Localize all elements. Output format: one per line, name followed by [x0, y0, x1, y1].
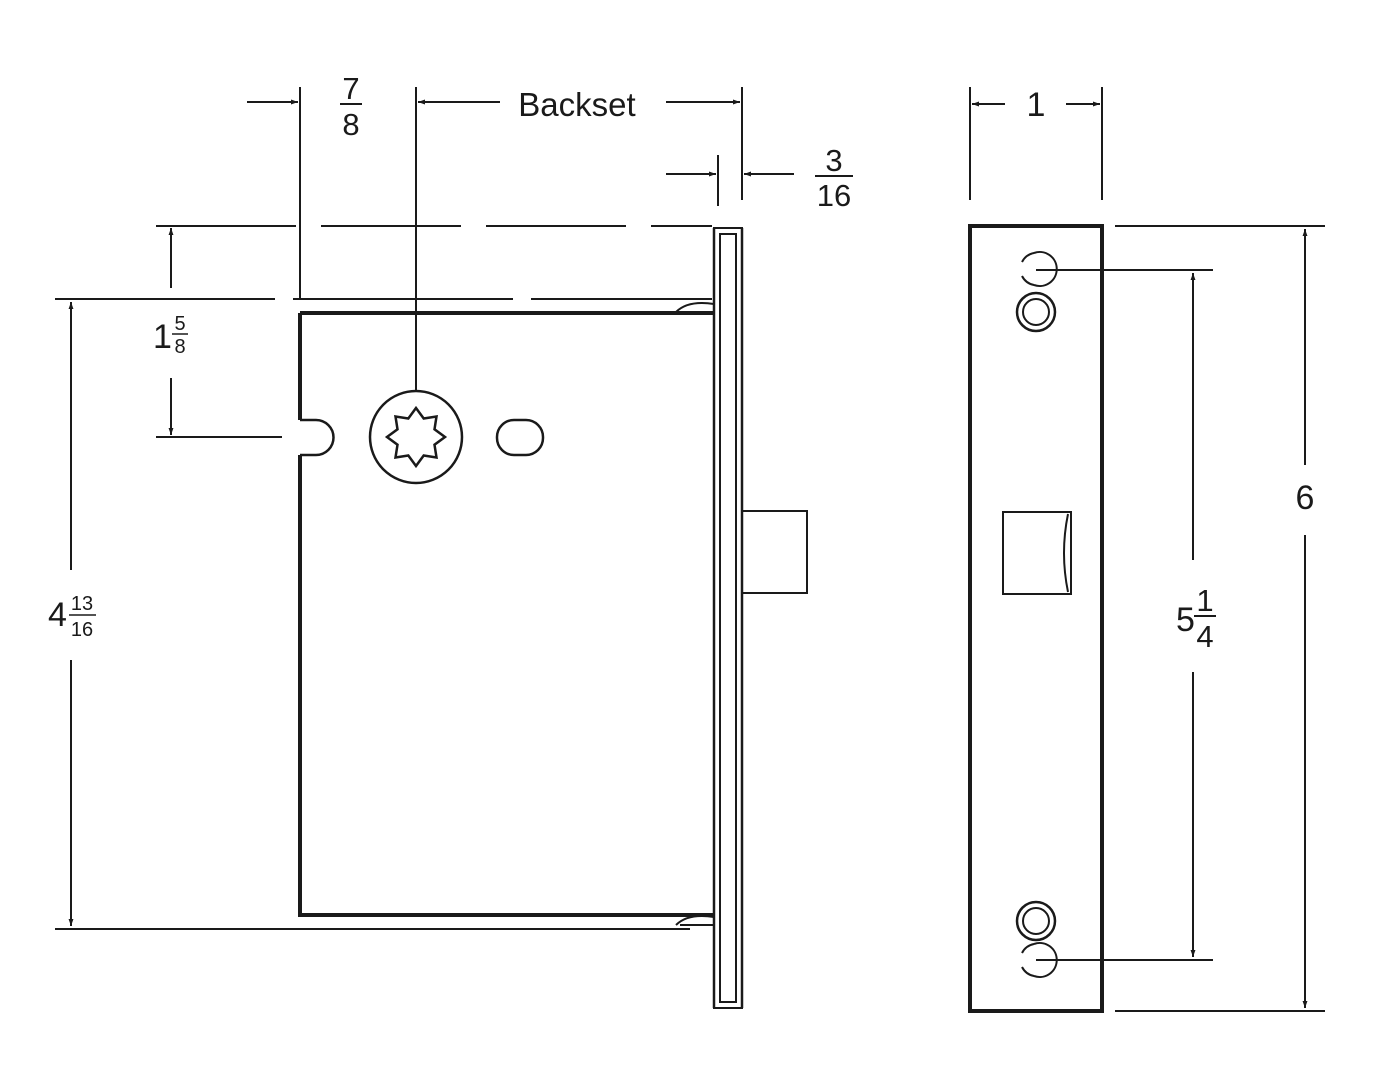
case-notch: [300, 418, 335, 457]
spindle-height-numerator: 5: [174, 313, 185, 335]
faceplate-inner: [719, 233, 737, 1003]
spindle-hub: [368, 389, 464, 485]
case-height-whole: 4: [48, 596, 67, 634]
offset-denominator: 8: [342, 107, 359, 142]
screw-spacing-denominator: 4: [1196, 619, 1213, 654]
star-hub-icon: [384, 405, 448, 469]
screw-head-bottom: [675, 915, 715, 926]
latch-bolt: [741, 510, 808, 594]
screw-hole-icon: [1015, 900, 1058, 978]
front-view: 1 6 5 1 4: [968, 86, 1325, 1013]
faceplate-width-label: 1: [1027, 86, 1046, 124]
case-height-numerator: 13: [71, 593, 93, 615]
side-view: 7 8 Backset 3 16 1 5 8 4 13 16: [48, 71, 853, 1009]
spindle-ring: [368, 389, 464, 485]
case-slot: [495, 418, 545, 457]
screw-spacing-numerator: 1: [1196, 583, 1213, 618]
screw-hole-icon: [1015, 251, 1058, 333]
spindle-height-whole: 1: [153, 318, 172, 356]
screw-head-top: [675, 302, 715, 313]
lock-case: [298, 311, 714, 917]
offset-numerator: 7: [342, 71, 359, 106]
faceplate-outer: [713, 227, 743, 1009]
screw-spacing-whole: 5: [1176, 601, 1195, 639]
faceplate-side: [712, 227, 744, 1009]
spindle-height-denominator: 8: [174, 336, 185, 358]
backset-label: Backset: [518, 86, 635, 123]
faceplate-thickness-numerator: 3: [825, 143, 842, 178]
faceplate-height-label: 6: [1296, 479, 1315, 517]
faceplate-front: [968, 224, 1104, 1013]
faceplate-thickness-denominator: 16: [817, 178, 851, 213]
latch-opening: [1002, 511, 1072, 595]
case-height-denominator: 16: [71, 619, 93, 641]
